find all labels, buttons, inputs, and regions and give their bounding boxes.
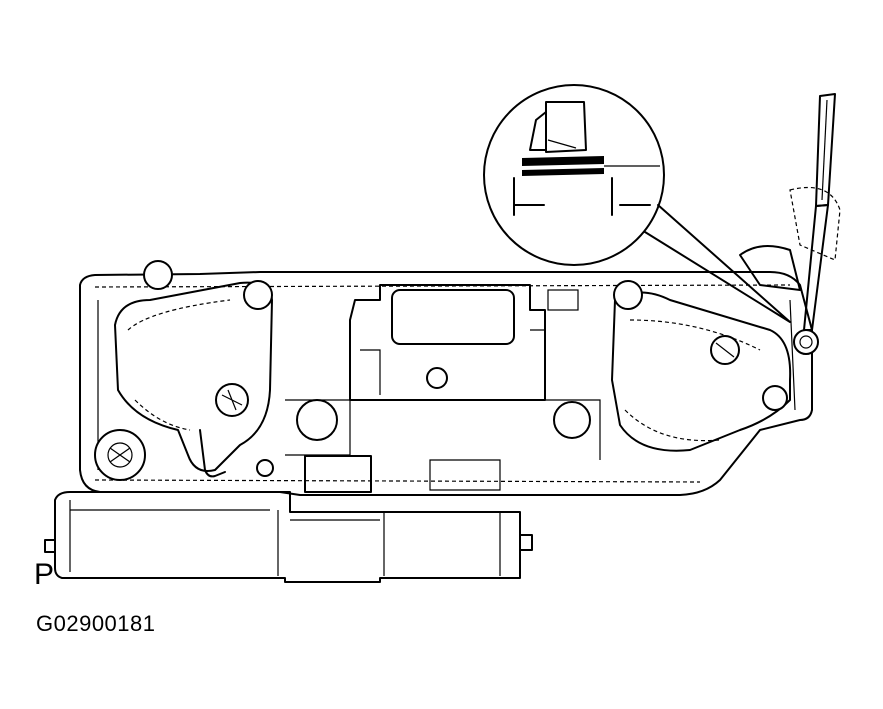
- figure-id: G02900181: [36, 611, 156, 636]
- center-module: [285, 284, 601, 493]
- view-label: P: [34, 558, 55, 591]
- left-lever-assembly: [94, 260, 274, 481]
- screwdriver-tool: [789, 93, 841, 355]
- bottom-bracket: [44, 491, 533, 583]
- detail-callout: [483, 84, 791, 323]
- right-lever-assembly: [611, 245, 801, 452]
